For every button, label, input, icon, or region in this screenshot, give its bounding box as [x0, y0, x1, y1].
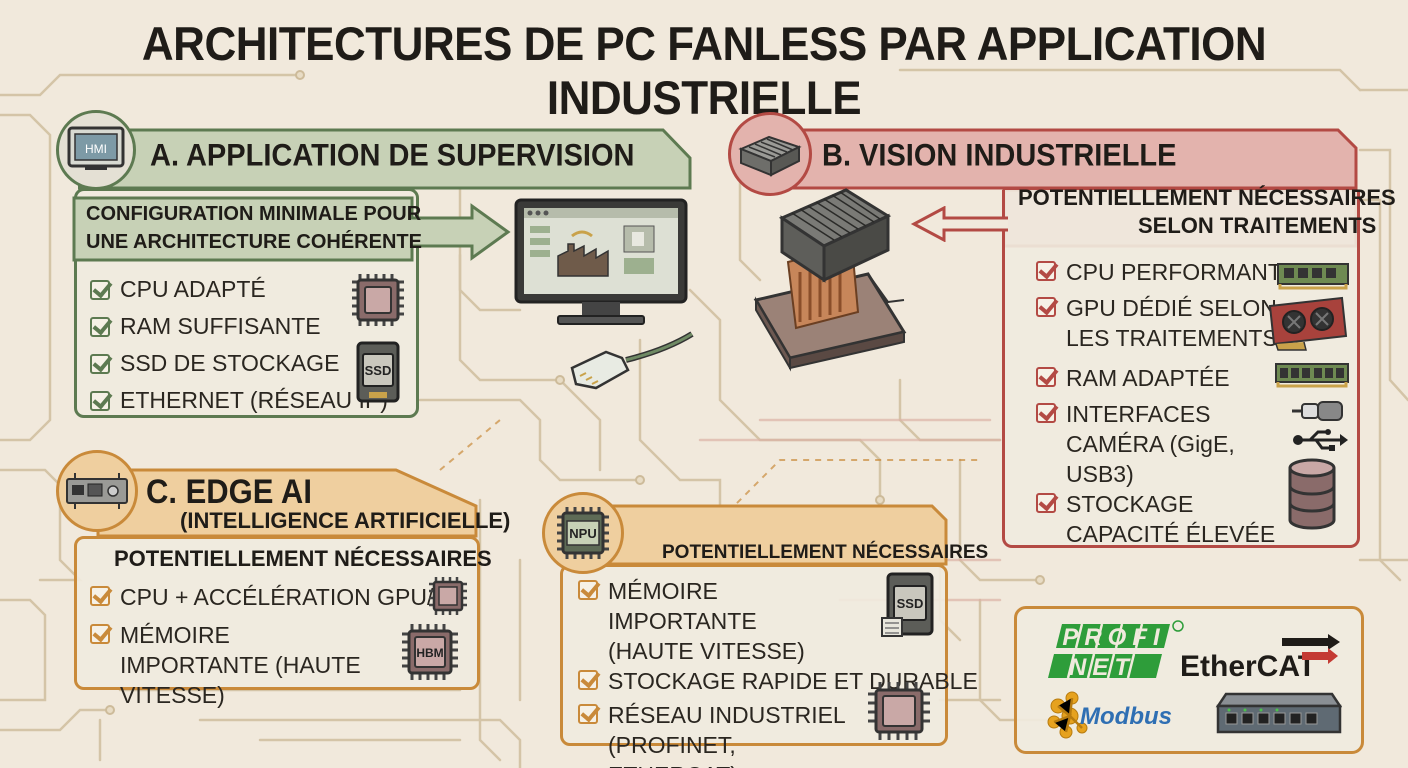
check-icon	[90, 317, 110, 337]
supervision-monitor-icon	[514, 198, 688, 325]
list-item: RÉSEAU INDUSTRIEL (PROFINET, ETHERCAT)	[578, 700, 938, 768]
list-item: GPU DÉDIÉ SELON LES TRAITEMENTS	[1036, 293, 1296, 363]
list-item: CPU PERFORMANT	[1036, 257, 1296, 293]
modbus-logo: Modbus	[1047, 691, 1172, 739]
check-icon	[578, 580, 598, 600]
profinet-line1: PROFI	[1062, 624, 1165, 651]
profinet-line2: NET	[1069, 654, 1135, 681]
check-icon	[578, 704, 598, 724]
panel-d-subtitle: POTENTIELLEMENT NÉCESSAIRES	[662, 542, 989, 563]
check-icon	[90, 280, 110, 300]
profinet-logo: PROFI NET	[1048, 620, 1184, 681]
panel-d-badge: NPU	[542, 492, 624, 574]
hbm-label: HBM	[416, 646, 443, 660]
ssd-icon: SSD	[881, 572, 934, 637]
cpu-chip-icon	[352, 274, 404, 326]
ssd-icon: SSD	[356, 341, 400, 403]
cpu-chip-icon	[429, 577, 467, 615]
npu-label: NPU	[569, 526, 596, 541]
hbm-chip-icon: HBM	[402, 624, 458, 680]
check-icon	[1036, 403, 1056, 423]
main-title: ARCHITECTURES DE PC FANLESS PAR APPLICAT…	[141, 17, 1267, 125]
network-switch-icon	[1215, 692, 1342, 734]
panel-b-badge	[728, 112, 812, 196]
check-icon	[1036, 367, 1056, 387]
ssd-label: SSD	[365, 363, 392, 378]
check-icon	[90, 586, 110, 606]
panel-c-checklist: CPU + ACCÉLÉRATION GPU/IA MÉMOIRE IMPORT…	[90, 582, 455, 710]
camera-cable-icon	[1292, 401, 1343, 421]
database-icon	[1288, 458, 1336, 530]
ram-module-icon	[1277, 263, 1349, 290]
list-item: RAM SUFFISANTE	[90, 313, 388, 350]
panel-b-subtitle-line1: POTENTIELLEMENT NÉCESSAIRES	[1018, 185, 1396, 210]
panel-b-subtitle-line2: SELON TRAITEMENTS	[1138, 213, 1377, 238]
list-item: STOCKAGE CAPACITÉ ÉLEVÉE	[1036, 489, 1296, 551]
check-icon	[1036, 261, 1056, 281]
list-item: INTERFACES CAMÉRA (GigE, USB3)	[1036, 399, 1296, 489]
check-icon	[90, 354, 110, 374]
panel-a-subtitle-line2: UNE ARCHITECTURE COHÉRENTE	[86, 231, 422, 253]
ram-module-icon	[1275, 363, 1349, 388]
modbus-label: Modbus	[1080, 703, 1172, 730]
panel-c-title-line2: (INTELLIGENCE ARTIFICIELLE)	[180, 508, 511, 533]
list-item: CPU + ACCÉLÉRATION GPU/IA	[90, 582, 455, 620]
panel-c-title: C. EDGE AI	[146, 472, 312, 511]
list-item: ETHERNET (RÉSEAU IP)	[90, 387, 388, 424]
list-item: CPU ADAPTÉ	[90, 276, 388, 313]
cpu-chip-icon	[868, 682, 930, 740]
check-icon	[578, 670, 598, 690]
gpu-card-icon	[1268, 296, 1348, 351]
ethercat-label: EtherCAT	[1180, 650, 1316, 683]
hmi-label: HMI	[85, 142, 107, 156]
edge-device-icon	[66, 473, 128, 509]
list-item: SSD DE STOCKAGE	[90, 350, 388, 387]
check-icon	[1036, 493, 1056, 513]
ethernet-cable-icon	[570, 331, 694, 390]
usb-icon	[1293, 429, 1348, 451]
panel-b-checklist: CPU PERFORMANT GPU DÉDIÉ SELON LES TRAIT…	[1036, 257, 1296, 551]
ethercat-logo: EtherCAT	[1180, 634, 1340, 683]
arrow-left-icon	[910, 206, 1008, 242]
check-icon	[1036, 297, 1056, 317]
ssd-label: SSD	[897, 596, 924, 611]
hmi-monitor-icon: HMI	[67, 126, 125, 170]
panel-a-subtitle-ribbon	[72, 196, 511, 262]
check-icon	[90, 624, 110, 644]
list-item: RAM ADAPTÉE	[1036, 363, 1296, 399]
list-item: MÉMOIRE IMPORTANTE (HAUTE VITESSE)	[90, 620, 390, 710]
panel-c-badge	[56, 450, 138, 532]
panel-a-badge: HMI	[56, 110, 136, 190]
fanless-pc-icon	[738, 135, 802, 177]
heatsink-gpu-icon	[753, 188, 907, 372]
panel-b-title: B. VISION INDUSTRIELLE	[822, 138, 1177, 174]
list-item: MÉMOIRE IMPORTANTE (HAUTE VITESSE)	[578, 576, 938, 666]
panel-a-subtitle-line1: CONFIGURATION MINIMALE POUR	[86, 203, 422, 225]
panel-a-checklist: CPU ADAPTÉ RAM SUFFISANTE SSD DE STOCKAG…	[90, 276, 388, 424]
npu-chip-icon: NPU	[557, 507, 609, 559]
panel-a-header-ribbon	[78, 128, 692, 190]
check-icon	[90, 391, 110, 411]
panel-c-subtitle: POTENTIELLEMENT NÉCESSAIRES	[114, 546, 492, 571]
panel-a-title: A. APPLICATION DE SUPERVISION	[150, 138, 635, 174]
